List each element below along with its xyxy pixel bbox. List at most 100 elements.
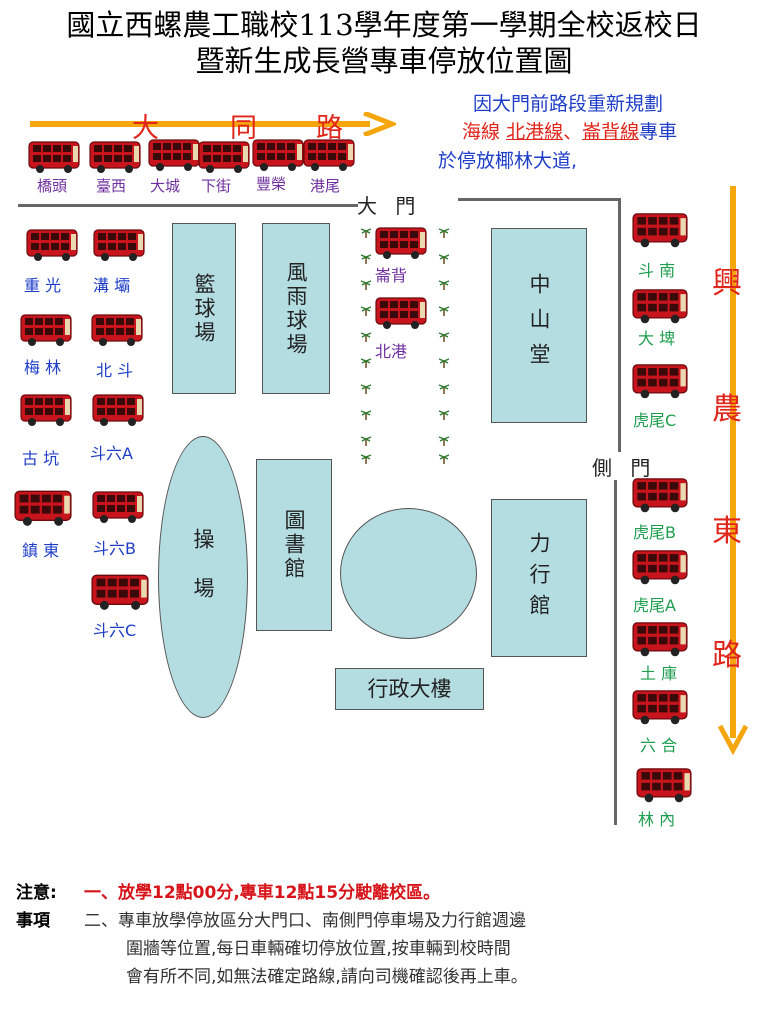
campus-wall-top-left [18,204,358,207]
campus-wall-right-lower [614,480,617,825]
bus-icon [632,620,688,658]
notes-item-2-line1: 二、專車放學停放區分大門口、南側門停車場及力行館週邊 [84,911,526,931]
bus-label-right: 六 合 [640,736,678,755]
main-gate-label: 大 門 [357,194,422,218]
bus-icon [632,362,688,400]
bus-label-left: 斗六A [90,444,133,463]
palm-tree-icon [438,434,450,446]
bus-icon [252,138,304,172]
bus-icon [93,228,145,262]
bus-label-right: 林 內 [638,810,676,829]
side-gate-label: 側 門 [592,456,657,480]
bus-icon [92,393,144,427]
bus-icon [20,393,72,427]
palm-tree-icon [360,356,372,368]
bus-icon [632,548,688,586]
notes-heading-2: 事項 [16,911,50,931]
bus-label-top: 豐榮 [256,175,287,193]
palm-tree-icon [360,382,372,394]
xingnong-road-char-1: 興 [712,266,742,301]
palm-tree-icon [360,278,372,290]
notes-item-1: 一、放學12點00分,專車12點15分駛離校區。 [84,883,441,903]
bus-label-top: 港尾 [310,177,341,195]
bus-icon [14,488,72,528]
palm-tree-icon [438,278,450,290]
bus-icon [91,313,143,347]
zhongshan-hall: 中山堂 [491,228,587,423]
bus-icon [632,287,688,325]
notes-item-2-line3: 會有所不同,如無法確定路線,請向司機確認後再上車。 [126,967,528,987]
notice-line2: 海線 北港線、崙背線專車 [462,121,678,143]
library: 圖書館 [256,459,332,631]
datong-road-arrow [30,112,396,136]
datong-road-char-1: 大 [132,113,159,144]
bus-icon [632,211,688,249]
palm-tree-icon [360,330,372,342]
bus-icon [303,138,355,172]
palm-tree-icon [360,304,372,316]
bus-label-top: 橋頭 [37,177,68,195]
notes-heading-1: 注意: [16,883,57,903]
xingnong-road-char-3: 東 [712,514,742,549]
palm-tree-icon [360,252,372,264]
bus-label-center: 崙背 [375,266,408,285]
notice-line3: 於停放椰林大道, [438,150,578,172]
admin-building: 行政大樓 [335,668,484,710]
notes-item-2-line2: 圍牆等位置,每日車輛確切停放位置,按車輛到校時間 [126,939,511,959]
bus-icon [632,688,688,726]
bus-label-right: 虎尾B [633,523,676,542]
bus-label-left: 梅 林 [24,358,62,377]
bus-label-right: 斗 南 [638,261,676,280]
palm-tree-icon [438,304,450,316]
palm-tree-icon [360,434,372,446]
bus-label-top: 臺西 [96,177,127,195]
bus-icon [91,572,149,612]
notice-line1: 因大門前路段重新規劃 [473,93,664,115]
palm-tree-icon [360,408,372,420]
bus-icon [636,766,692,804]
bus-label-top: 下街 [201,177,232,195]
bus-icon [26,228,78,262]
xingnong-road-char-4: 路 [712,638,742,673]
bus-icon [92,490,144,524]
bus-icon [198,140,250,174]
bus-label-left: 古 坑 [22,449,60,468]
map-title-line1: 國立西螺農工職校113學年度第一學期全校返校日 [66,8,702,42]
bus-label-left: 斗六C [93,621,137,640]
datong-road-char-3: 路 [316,113,343,144]
palm-tree-icon [360,452,372,464]
bus-label-right: 土 庫 [640,664,678,683]
palm-tree-icon [438,330,450,342]
lixing-hall: 力行館 [491,499,587,657]
bus-icon [20,313,72,347]
sports-field: 操場 [158,436,248,718]
bus-label-right: 虎尾A [633,596,676,615]
bus-icon [148,138,200,172]
palm-tree-icon [438,382,450,394]
palm-tree-icon [438,252,450,264]
campus-wall-top-right [458,198,620,201]
bus-icon [375,226,427,260]
bus-label-left: 鎮 東 [22,541,60,560]
rain-court: 風雨球場 [262,223,330,394]
basketball-court: 籃球場 [172,223,236,394]
bus-label-left: 北 斗 [96,361,134,380]
bus-icon [375,296,427,330]
bus-label-left: 斗六B [93,539,136,558]
bus-label-top: 大城 [150,177,181,195]
palm-tree-icon [438,452,450,464]
campus-wall-right-upper [618,198,621,452]
bus-label-center: 北港 [375,342,408,361]
bus-label-right: 大 埤 [638,329,676,348]
map-title-line2: 暨新生成長營專車停放位置圖 [195,44,573,78]
xingnong-road-arrow [718,186,748,756]
palm-tree-icon [360,226,372,238]
bus-icon [28,140,80,174]
palm-tree-icon [438,408,450,420]
bus-label-left: 重 光 [24,276,62,295]
palm-tree-icon [438,226,450,238]
xingnong-road-char-2: 農 [712,392,742,427]
palm-tree-icon [438,356,450,368]
bus-label-left: 溝 壩 [93,276,131,295]
bus-icon [632,476,688,514]
